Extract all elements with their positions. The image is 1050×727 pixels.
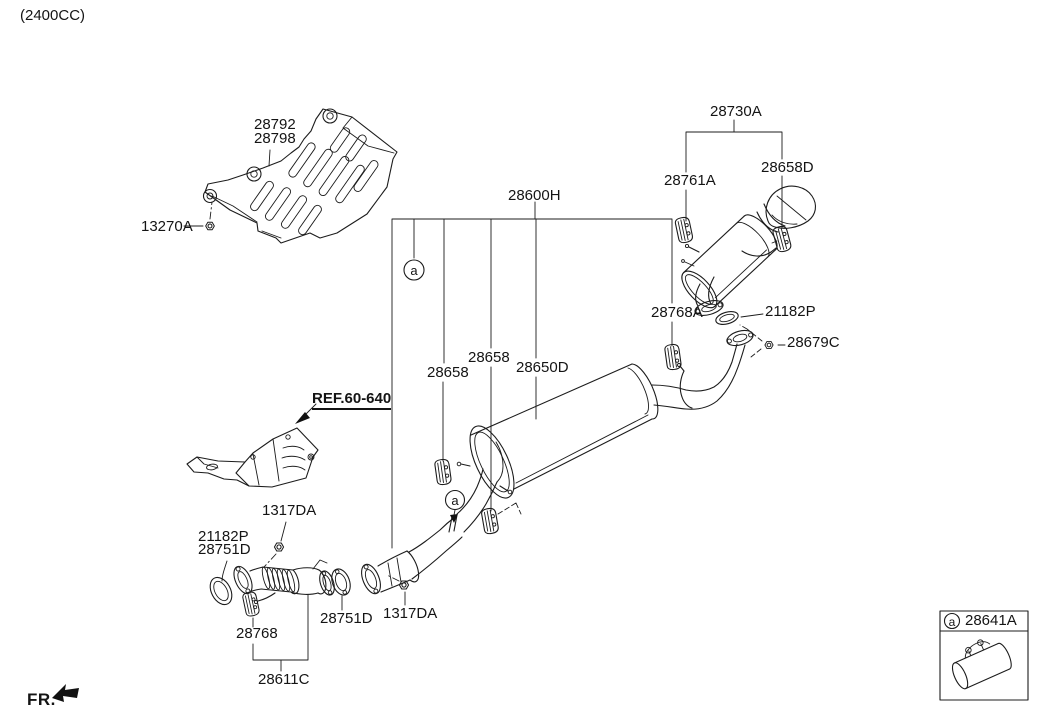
label-28730A: 28730A	[710, 103, 762, 120]
ref-text: REF.60-640	[312, 390, 392, 410]
ref-arrowhead	[295, 412, 310, 424]
label-28768: 28768	[236, 625, 278, 642]
label-28611C: 28611C	[258, 671, 310, 688]
marker-a-upper: a	[403, 259, 425, 281]
label-28761A: 28761A	[664, 172, 716, 189]
flex-ribs	[261, 566, 296, 593]
label-28600H: 28600H	[508, 187, 561, 204]
rear-muffler-body	[681, 214, 778, 309]
detail-box-marker-letter: a	[949, 615, 956, 629]
label-1317DA-upper: 1317DA	[262, 502, 317, 519]
label-28679C: 28679C	[787, 334, 840, 351]
leader-ref	[305, 403, 317, 415]
fr-direction-arrow-icon	[52, 684, 79, 702]
label-front-gaskets: 21182P 28751D	[198, 528, 251, 558]
rear-inlet-flange	[694, 300, 724, 316]
heat-shield-grommets	[202, 108, 338, 204]
label-1317DA-mid: 1317DA	[383, 605, 438, 622]
label-heat-shield: 28792 28798	[254, 116, 296, 147]
rubber-hanger-28761A	[674, 215, 694, 245]
front-pipe-inlet-flange	[233, 565, 253, 595]
rubber-hanger-28768	[241, 590, 261, 618]
label-13270A: 13270A	[141, 218, 193, 235]
label-28658D: 28658D	[761, 159, 814, 176]
label-28768A: 28768A	[651, 304, 703, 321]
label-28792: 28792	[254, 116, 296, 133]
center-inlet-flange	[361, 563, 381, 595]
heat-shield-upper	[202, 108, 398, 244]
center-muffler-body	[469, 363, 659, 499]
rear-muffler-assembly	[674, 185, 817, 358]
slip-joint	[448, 514, 458, 533]
leader-gasket-front	[221, 560, 228, 582]
heat-shield-ref-60-640	[186, 403, 319, 488]
leader-gasket-rear	[740, 313, 764, 318]
label-21182P-front: 21182P	[198, 528, 249, 545]
label-28751D-mid: 28751D	[320, 610, 373, 627]
front-pipe-outlet-flange	[319, 570, 335, 596]
gasket-mid	[331, 568, 351, 596]
detail-box-28641A: a	[939, 610, 1029, 701]
label-28650D: 28650D	[516, 359, 569, 376]
center-outlet-flange	[726, 329, 754, 347]
label-28751D-front: 28751D	[198, 540, 251, 558]
label-28658-mid: 28658	[468, 349, 510, 366]
engine-size-label: (2400CC)	[20, 7, 86, 24]
gasket-rear	[715, 311, 739, 325]
rubber-hanger-28658-mid	[480, 506, 500, 536]
marker-a-joint: a	[444, 489, 466, 523]
leader-28792	[268, 149, 271, 167]
callout-lines	[391, 119, 783, 549]
bolt-13270A	[183, 201, 215, 231]
heat-shield-slots	[250, 127, 379, 236]
marker-a-joint-letter: a	[451, 493, 459, 508]
tailpipe-tip	[765, 185, 817, 229]
marker-a-upper-letter: a	[410, 263, 418, 278]
label-21182P-rear: 21182P	[765, 303, 816, 320]
rubber-hanger-28658-front	[433, 458, 453, 486]
bracket-28611C	[252, 594, 309, 672]
label-28641A: 28641A	[965, 612, 1017, 629]
fr-label: FR.	[27, 690, 56, 709]
label-28658-front: 28658	[427, 364, 469, 381]
front-pipe-assembly	[209, 521, 410, 672]
label-ref-60-640: REF.60-640	[312, 390, 392, 410]
clamp-drawing	[951, 639, 1012, 690]
gasket-front	[209, 576, 233, 606]
label-28798: 28798	[254, 130, 296, 147]
center-muffler-assembly	[361, 329, 754, 595]
